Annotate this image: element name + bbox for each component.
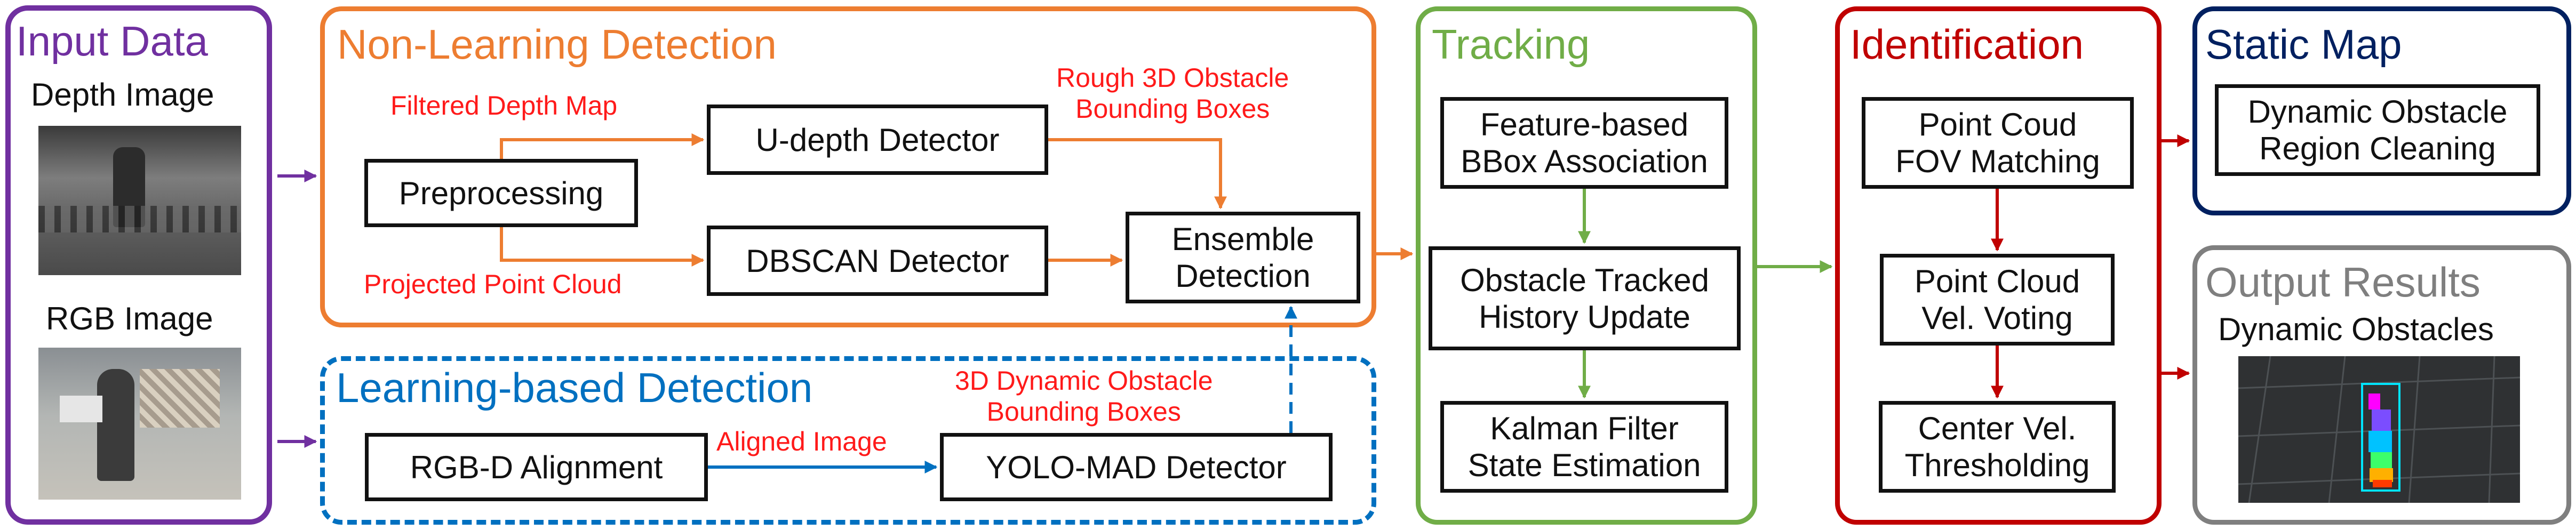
depth-image-label: Depth Image <box>31 77 214 113</box>
depth-image <box>38 126 241 275</box>
dynamic-bbox-label: 3D Dynamic Obstacle Bounding Boxes <box>955 366 1213 427</box>
rgb-image <box>38 348 241 500</box>
kalman-filter-box: Kalman Filter State Estimation <box>1440 401 1728 493</box>
depth-noise <box>38 206 241 232</box>
udepth-to-ensemble-arrow <box>1048 138 1227 210</box>
fov-matching-box: Point Coud FOV Matching <box>1862 97 2134 189</box>
tracked-history-box: Obstacle Tracked History Update <box>1429 246 1741 350</box>
preprocess-to-udepth-arrow <box>500 133 705 159</box>
ensemble-detection-box: Ensemble Detection <box>1126 212 1360 303</box>
rgb-poster-wall <box>140 369 220 428</box>
rough-bbox-label: Rough 3D Obstacle Bounding Boxes <box>1056 63 1289 124</box>
yolo-mad-detector-box: YOLO-MAD Detector <box>940 433 1333 501</box>
dbscan-detector-box: DBSCAN Detector <box>707 226 1048 296</box>
rgb-image-label: RGB Image <box>46 301 213 336</box>
filtered-depth-map-label: Filtered Depth Map <box>390 91 618 121</box>
output-results-title: Output Results <box>2205 259 2481 306</box>
identification-title: Identification <box>1850 21 2084 68</box>
preprocess-to-dbscan-arrow <box>500 227 705 267</box>
obstacle-point-cloud <box>2368 394 2393 487</box>
preprocessing-box: Preprocessing <box>364 159 638 227</box>
center-vel-threshold-box: Center Vel. Thresholding <box>1879 401 2116 493</box>
obstacle-bbox <box>2361 383 2400 492</box>
bbox-association-box: Feature-based BBox Association <box>1440 97 1728 189</box>
output-visualization <box>2238 356 2520 503</box>
input-data-title: Input Data <box>16 18 208 65</box>
u-depth-detector-box: U-depth Detector <box>707 105 1048 175</box>
output-grid <box>2238 356 2520 503</box>
rgb-box-shape <box>60 396 102 422</box>
rgb-person-shape <box>97 369 134 481</box>
vel-voting-box: Point Cloud Vel. Voting <box>1880 254 2115 346</box>
region-cleaning-box: Dynamic Obstacle Region Cleaning <box>2215 84 2540 176</box>
non-learning-title: Non-Learning Detection <box>337 21 777 68</box>
aligned-image-label: Aligned Image <box>716 427 887 456</box>
rgbd-alignment-box: RGB-D Alignment <box>365 433 708 501</box>
tracking-title: Tracking <box>1432 21 1590 68</box>
dynamic-obstacles-label: Dynamic Obstacles <box>2218 311 2494 347</box>
learning-title: Learning-based Detection <box>336 364 813 411</box>
projected-point-cloud-label: Projected Point Cloud <box>364 269 622 299</box>
static-map-title: Static Map <box>2205 21 2402 68</box>
